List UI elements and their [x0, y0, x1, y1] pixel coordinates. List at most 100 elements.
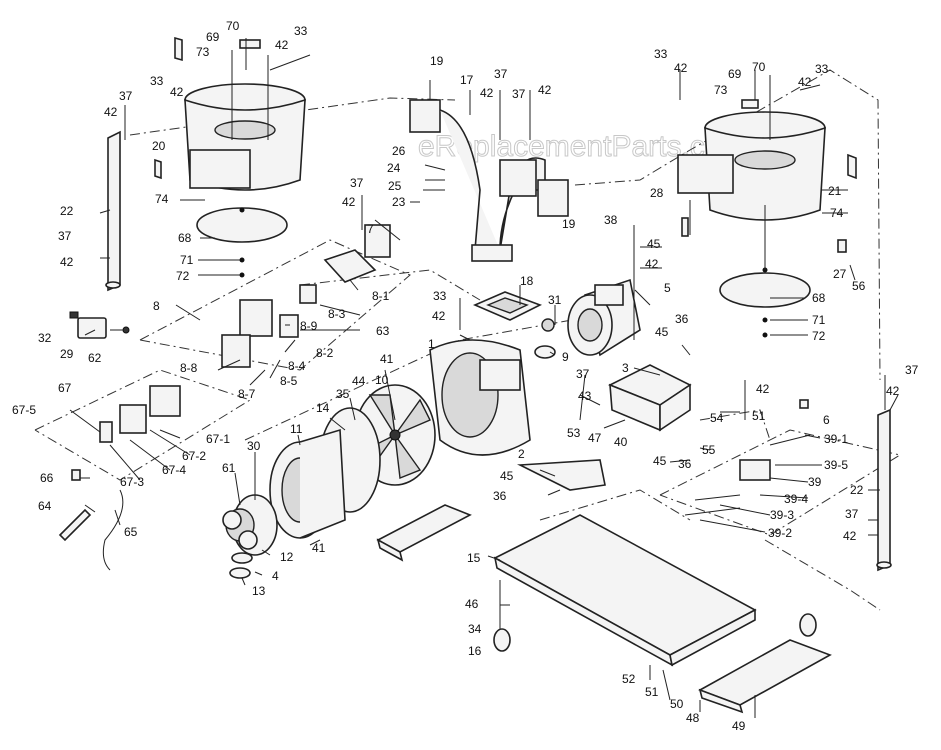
label-65: 65	[124, 525, 138, 539]
label-13: 13	[252, 584, 266, 598]
label-64: 64	[38, 499, 52, 513]
label-19a: 19	[430, 54, 444, 68]
label-67: 67	[58, 381, 72, 395]
motor-support-bar	[516, 459, 606, 491]
blower-housing	[429, 339, 531, 456]
label-72a: 72	[176, 269, 190, 283]
label-72b: 72	[812, 329, 826, 343]
base-plate	[493, 514, 757, 667]
label-42a: 42	[104, 105, 118, 119]
label-71a: 71	[180, 253, 194, 267]
label-55: 55	[702, 443, 716, 457]
label-1: 1	[428, 337, 435, 351]
motor-mount	[608, 364, 692, 432]
label-67-3: 67-3	[120, 475, 144, 489]
label-69b: 69	[728, 67, 742, 81]
label-7: 7	[367, 222, 374, 236]
label-67-4: 67-4	[162, 463, 186, 477]
label-53: 53	[567, 426, 581, 440]
label-15: 15	[467, 551, 481, 565]
label-67-1: 67-1	[206, 432, 230, 446]
label-39: 39	[808, 475, 822, 489]
label-74b: 74	[830, 206, 844, 220]
inlet-adapter	[222, 494, 278, 579]
label-8-9: 8-9	[300, 319, 318, 333]
label-42d: 42	[60, 255, 74, 269]
label-42m: 42	[886, 384, 900, 398]
label-29: 29	[60, 347, 74, 361]
label-37g: 37	[905, 363, 919, 377]
label-70b: 70	[752, 60, 766, 74]
label-43: 43	[578, 389, 592, 403]
label-19b: 19	[562, 217, 576, 231]
label-45d: 45	[500, 469, 514, 483]
label-2: 2	[518, 447, 525, 461]
label-33b: 33	[294, 24, 308, 38]
label-12: 12	[280, 550, 294, 564]
label-42n: 42	[843, 529, 857, 543]
label-26: 26	[392, 144, 406, 158]
label-71b: 71	[812, 313, 826, 327]
left-filter-disc	[196, 207, 288, 278]
label-32: 32	[38, 331, 52, 345]
switch-box	[221, 224, 391, 368]
label-62: 62	[88, 351, 102, 365]
label-42g: 42	[538, 83, 552, 97]
label-8-5: 8-5	[280, 374, 298, 388]
label-37b: 37	[58, 229, 72, 243]
right-support-post	[876, 408, 892, 572]
label-61: 61	[222, 461, 236, 475]
label-25: 25	[388, 179, 402, 193]
label-36b: 36	[678, 457, 692, 471]
label-42f: 42	[480, 86, 494, 100]
label-42j: 42	[645, 257, 659, 271]
contactor-assembly	[684, 399, 811, 516]
capacitor-box	[99, 385, 181, 443]
label-8: 8	[153, 299, 160, 313]
label-37c: 37	[350, 176, 364, 190]
label-69a: 69	[206, 30, 220, 44]
label-67-2: 67-2	[182, 449, 206, 463]
label-66: 66	[40, 471, 54, 485]
label-33c: 33	[654, 47, 668, 61]
label-73a: 73	[196, 45, 210, 59]
label-70a: 70	[226, 19, 240, 33]
label-41b: 41	[312, 541, 326, 555]
rear-handle	[698, 639, 832, 714]
label-42c: 42	[275, 38, 289, 52]
label-37f: 37	[576, 367, 590, 381]
fan-shroud	[269, 428, 346, 539]
label-52: 52	[622, 672, 636, 686]
label-20: 20	[152, 139, 166, 153]
label-22b: 22	[850, 483, 864, 497]
label-39-1: 39-1	[824, 432, 848, 446]
label-40: 40	[614, 435, 628, 449]
label-21: 21	[828, 184, 842, 198]
bin-clamps	[239, 39, 847, 253]
label-49: 49	[732, 719, 746, 733]
remote-control	[69, 311, 130, 339]
label-37d: 37	[494, 67, 508, 81]
label-24: 24	[387, 161, 401, 175]
label-33d: 33	[815, 62, 829, 76]
inlet-gasket	[472, 291, 543, 321]
label-10: 10	[375, 373, 389, 387]
left-support-post	[105, 130, 121, 292]
label-50: 50	[670, 697, 684, 711]
label-73b: 73	[714, 83, 728, 97]
label-30: 30	[247, 439, 261, 453]
label-42l: 42	[756, 382, 770, 396]
right-bag-ring	[677, 111, 857, 221]
label-39-3: 39-3	[770, 508, 794, 522]
label-5: 5	[664, 281, 671, 295]
label-23: 23	[392, 195, 406, 209]
label-37h: 37	[845, 507, 859, 521]
label-42b: 42	[170, 85, 184, 99]
part-labels: 1 2 3 4 5 6 7 8 8-1 8-2 8-3 8-4 8-5 8-7 …	[12, 19, 919, 733]
label-14: 14	[316, 401, 330, 415]
label-8-3: 8-3	[328, 307, 346, 321]
label-48: 48	[686, 711, 700, 725]
label-38: 38	[604, 213, 618, 227]
label-41a: 41	[380, 352, 394, 366]
